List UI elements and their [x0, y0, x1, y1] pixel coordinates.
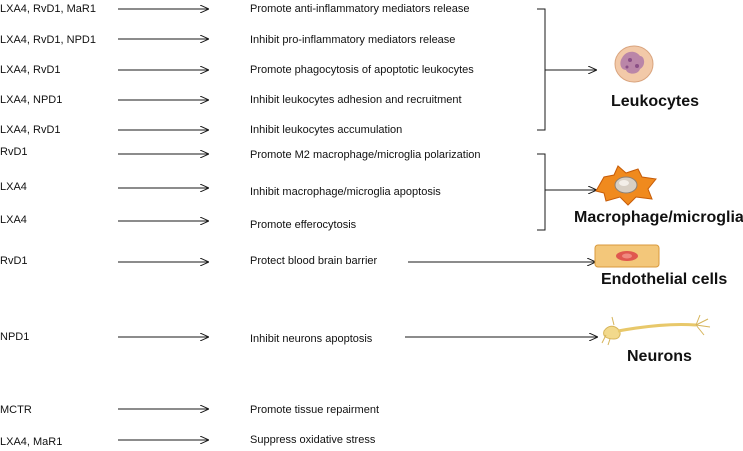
action-label-1: Promote anti-inflammatory mediators rele… — [250, 3, 470, 15]
mediator-label-5: LXA4, RvD1 — [0, 124, 61, 136]
mediator-label-2: LXA4, RvD1, NPD1 — [0, 34, 96, 46]
mediator-label-10: NPD1 — [0, 331, 30, 343]
macrophage-cell-icon — [595, 165, 657, 206]
endothelial-cell-icon — [594, 244, 660, 268]
action-label-6: Promote M2 macrophage/microglia polariza… — [250, 149, 481, 161]
leukocytes-bracket — [537, 8, 546, 131]
mediator-label-9: RvD1 — [0, 255, 28, 267]
neuron-cell-icon — [601, 314, 711, 346]
action-label-5: Inhibit leukocytes accumulation — [250, 124, 403, 136]
leukocytes-label: Leukocytes — [611, 93, 700, 110]
action-label-9: Protect blood brain barrier — [250, 255, 378, 267]
mediator-label-1: LXA4, RvD1, MaR1 — [0, 3, 96, 15]
leukocyte-cell-icon — [614, 45, 654, 83]
mediator-label-7: LXA4 — [0, 181, 27, 193]
macrophage-bracket — [537, 153, 546, 231]
endothelial-label: Endothelial cells — [601, 271, 728, 288]
macrophage-label: Macrophage/microglia — [574, 209, 743, 226]
action-label-4: Inhibit leukocytes adhesion and recruitm… — [250, 94, 462, 106]
action-label-7: Inhibit macrophage/microglia apoptosis — [250, 186, 441, 198]
neurons-label: Neurons — [627, 348, 692, 365]
mediator-label-12: LXA4, MaR1 — [0, 436, 63, 448]
action-label-10: Inhibit neurons apoptosis — [250, 333, 373, 345]
mediator-label-3: LXA4, RvD1 — [0, 64, 61, 76]
action-label-8: Promote efferocytosis — [250, 219, 357, 231]
mediator-label-4: LXA4, NPD1 — [0, 94, 63, 106]
mediator-label-6: RvD1 — [0, 146, 28, 158]
mediator-label-11: MCTR — [0, 404, 32, 416]
action-label-11: Promote tissue repairment — [250, 404, 379, 416]
mediator-label-8: LXA4 — [0, 214, 27, 226]
action-label-12: Suppress oxidative stress — [250, 434, 376, 446]
action-label-2: Inhibit pro-inflammatory mediators relea… — [250, 34, 456, 46]
action-label-3: Promote phagocytosis of apoptotic leukoc… — [250, 64, 474, 76]
